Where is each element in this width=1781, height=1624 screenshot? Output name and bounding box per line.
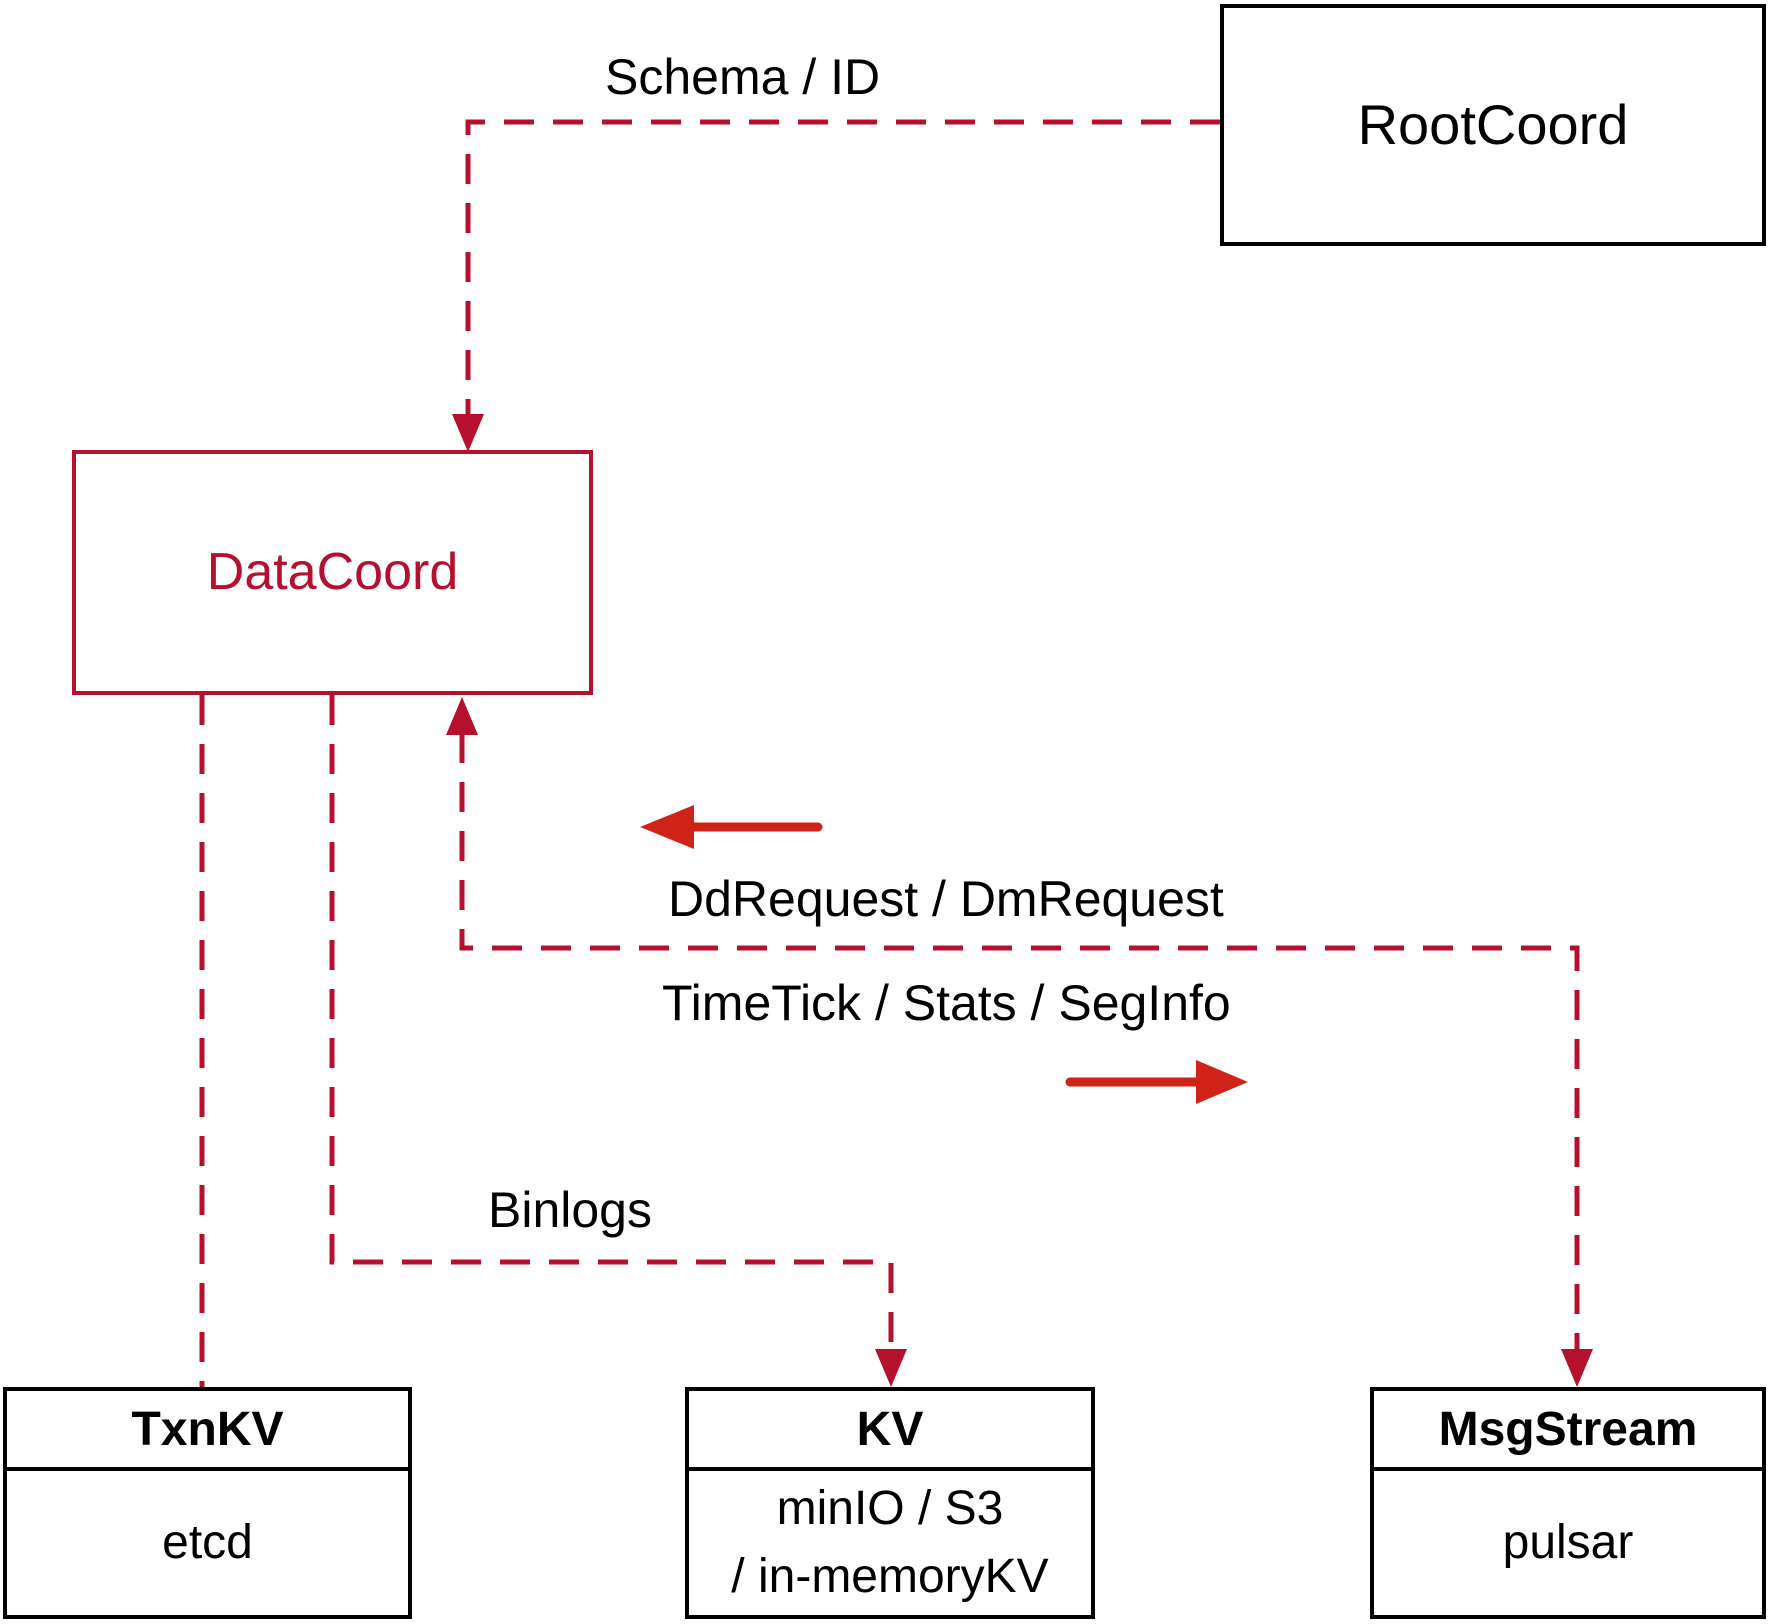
datacoord-label: DataCoord — [206, 542, 459, 601]
edge-binlogs — [329, 695, 894, 1349]
txnkv-body-text: etcd — [162, 1515, 253, 1569]
right-direction-arrowhead-icon — [1196, 1060, 1248, 1104]
node-txnkv: TxnKV etcd — [3, 1387, 412, 1619]
kv-body-line2: / in-memoryKV — [731, 1550, 1049, 1603]
txnkv-body: etcd — [7, 1471, 408, 1615]
rootcoord-label: RootCoord — [1357, 93, 1629, 157]
msgstream-body-text: pulsar — [1502, 1515, 1634, 1569]
msgstream-title: MsgStream — [1374, 1391, 1762, 1471]
node-rootcoord: RootCoord — [1220, 4, 1766, 246]
arrowhead-down-msgstream-top-icon — [1561, 1349, 1593, 1387]
txnkv-title: TxnKV — [7, 1391, 408, 1471]
kv-title: KV — [689, 1391, 1091, 1471]
edge-label-binlogs: Binlogs — [488, 1182, 652, 1238]
kv-body-line1: minIO / S3 — [776, 1481, 1004, 1535]
edge-label-dd-dm-request: DdRequest / DmRequest — [668, 871, 1224, 927]
node-datacoord: DataCoord — [72, 450, 593, 695]
node-kv: KV minIO / S3 / in-memoryKV — [685, 1387, 1095, 1619]
msgstream-body: pulsar — [1374, 1471, 1762, 1615]
edge-label-timetick-stats-seginfo: TimeTick / Stats / SegInfo — [662, 975, 1231, 1031]
arrowhead-up-datacoord-bottom-icon — [446, 697, 478, 735]
node-msgstream: MsgStream pulsar — [1370, 1387, 1766, 1619]
edge-label-schema-id: Schema / ID — [605, 49, 881, 105]
arrowhead-down-kv-top-icon — [875, 1349, 907, 1387]
edge-schema-id — [465, 119, 1220, 414]
left-direction-arrowhead-icon — [640, 805, 694, 849]
arrowhead-down-datacoord-top-icon — [452, 414, 484, 452]
edge-msgstream-datacoord — [459, 733, 1580, 1349]
kv-body: minIO / S3 / in-memoryKV — [689, 1471, 1091, 1615]
